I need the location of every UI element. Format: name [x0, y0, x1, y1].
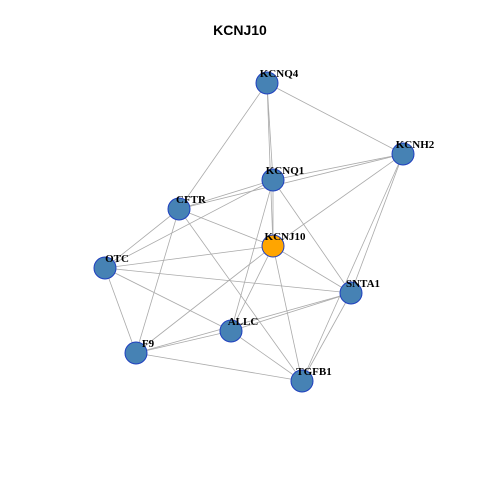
edge-snta1-f9: [135, 292, 352, 354]
node-kcnh2[interactable]: [391, 142, 415, 166]
node-label-allc: ALLC: [228, 316, 259, 328]
node-label-cftr: CFTR: [176, 194, 207, 206]
edge-kcnq1-otc: [104, 179, 274, 269]
edge-snta1-tgfb1: [301, 292, 352, 382]
edge-cftr-f9: [135, 208, 180, 354]
node-label-f9: F9: [142, 338, 155, 350]
graph-title: KCNJ10: [213, 22, 267, 38]
edge-otc-snta1: [104, 267, 352, 294]
node-label-kcnq1: KCNQ1: [266, 165, 305, 177]
edge-allc-f9: [135, 330, 232, 354]
edge-otc-f9: [104, 267, 137, 354]
edge-kcnh2-kcnj10: [272, 153, 404, 247]
node-snta1[interactable]: [339, 281, 363, 305]
edge-kcnq4-kcnj10: [266, 82, 274, 247]
node-label-snta1: SNTA1: [346, 278, 380, 290]
edge-kcnj10-otc: [104, 245, 274, 269]
edge-layer: [104, 82, 404, 382]
node-cftr[interactable]: [167, 197, 191, 221]
edge-allc-tgfb1: [230, 330, 303, 382]
edge-kcnh2-cftr: [178, 153, 404, 210]
node-label-otc: OTC: [105, 253, 129, 265]
edge-kcnj10-f9: [135, 245, 274, 354]
node-label-kcnh2: KCNH2: [396, 139, 435, 151]
node-kcnj10[interactable]: [261, 234, 285, 258]
node-label-kcnq4: KCNQ4: [260, 68, 299, 80]
edge-kcnq1-allc: [230, 179, 274, 332]
node-layer: [93, 71, 415, 393]
edge-kcnq1-cftr: [178, 179, 274, 210]
node-label-tgfb1: TGFB1: [296, 366, 331, 378]
edge-f9-tgfb1: [135, 352, 303, 382]
node-kcnq1[interactable]: [261, 168, 285, 192]
node-otc[interactable]: [93, 256, 117, 280]
node-label-kcnj10: KCNJ10: [265, 231, 306, 243]
edge-kcnq4-kcnq1: [266, 82, 274, 181]
edge-cftr-kcnj10: [178, 208, 274, 247]
edge-otc-allc: [104, 267, 232, 332]
node-f9[interactable]: [124, 341, 148, 365]
node-tgfb1[interactable]: [290, 369, 314, 393]
edge-kcnq4-cftr: [178, 82, 268, 210]
node-allc[interactable]: [219, 319, 243, 343]
edge-kcnh2-snta1: [350, 153, 404, 294]
edge-cftr-otc: [104, 208, 180, 269]
edge-snta1-allc: [230, 292, 352, 332]
node-kcnq4[interactable]: [255, 71, 279, 95]
edge-kcnq4-kcnh2: [266, 82, 404, 155]
edge-cftr-tgfb1: [178, 208, 303, 382]
edge-kcnh2-tgfb1: [301, 153, 404, 382]
edge-kcnq1-snta1: [272, 179, 352, 294]
edge-kcnj10-snta1: [272, 245, 352, 294]
edge-kcnh2-kcnq1: [272, 153, 404, 181]
edge-kcnj10-allc: [230, 245, 274, 332]
